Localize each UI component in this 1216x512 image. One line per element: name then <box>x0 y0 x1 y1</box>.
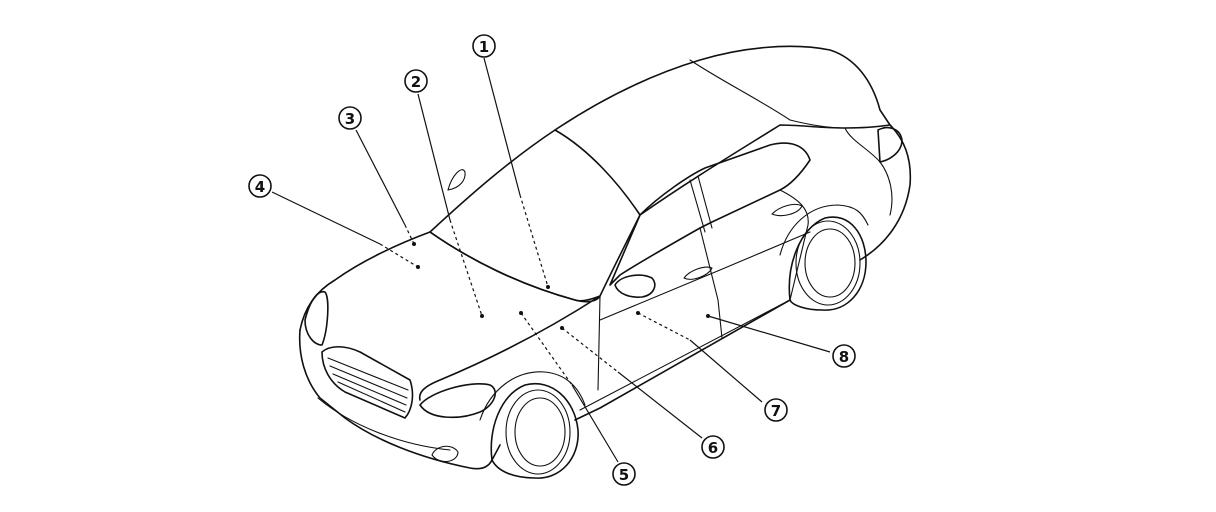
callout-8-label: 8 <box>839 348 849 366</box>
car-headlight-right <box>419 383 496 419</box>
callout-7-label: 7 <box>771 402 781 420</box>
callout-1-label: 1 <box>479 38 489 56</box>
callout-1: 1 <box>472 34 496 58</box>
leader-line-7-dashed <box>637 312 691 341</box>
callout-8: 8 <box>832 344 856 368</box>
leader-line-1-dashed <box>519 194 549 288</box>
car-front-lower-intake <box>317 397 451 451</box>
leader-dot-6 <box>560 326 564 330</box>
car-side-windows <box>609 142 811 286</box>
leader-line-4 <box>271 191 381 245</box>
leader-line-6 <box>617 371 703 439</box>
leader-dot-1 <box>546 285 550 289</box>
leader-line-5-dashed <box>520 312 573 386</box>
leader-dot-2 <box>480 314 484 318</box>
car-rear-wheel <box>779 204 869 311</box>
car-grille <box>321 345 414 419</box>
car-antenna <box>447 169 466 191</box>
car-body-outline <box>298 124 912 470</box>
leader-line-7 <box>689 339 763 403</box>
car-windshield <box>429 129 641 302</box>
car-trunk-line <box>844 127 893 216</box>
leader-dot-7 <box>636 311 640 315</box>
callout-2: 2 <box>404 69 428 93</box>
leader-line-5 <box>571 384 619 463</box>
car-hood <box>299 231 601 401</box>
callout-6-label: 6 <box>708 439 718 457</box>
car-rocker-panel <box>579 299 791 411</box>
callout-6: 6 <box>701 435 725 459</box>
callout-5-label: 5 <box>619 466 629 484</box>
leader-line-2 <box>417 93 451 221</box>
car-rear-window <box>689 59 846 129</box>
callout-5: 5 <box>612 462 636 486</box>
leader-dot-8 <box>706 314 710 318</box>
car-b-pillar <box>689 175 713 233</box>
callout-3-label: 3 <box>345 110 355 128</box>
car-rear-light <box>877 126 903 163</box>
car-illustration <box>298 45 912 479</box>
leader-line-8 <box>707 315 831 353</box>
leader-lines <box>271 57 831 463</box>
car-side-crease <box>599 231 811 321</box>
leader-line-3 <box>355 129 406 226</box>
car-door-handle-front <box>683 266 713 280</box>
car-roof <box>554 45 891 216</box>
callout-3: 3 <box>338 106 362 130</box>
leader-dot-5 <box>519 311 523 315</box>
leader-line-2-dashed <box>449 219 483 317</box>
callout-7: 7 <box>764 398 788 422</box>
car-side-mirror <box>614 274 656 298</box>
leader-line-6-dashed <box>561 327 619 373</box>
leader-dot-3 <box>412 242 416 246</box>
car-door-handle-rear <box>771 203 803 217</box>
callout-4-label: 4 <box>255 178 265 196</box>
car-front-door <box>597 227 723 391</box>
leader-dot-4 <box>416 265 420 269</box>
callout-4: 4 <box>248 174 272 198</box>
leader-line-1 <box>483 57 521 196</box>
callout-2-label: 2 <box>411 73 421 91</box>
car-front-wheel <box>479 371 586 479</box>
car-headlight-left <box>304 291 329 346</box>
leader-line-4-dashed <box>379 243 419 268</box>
car-rear-door <box>779 189 809 301</box>
